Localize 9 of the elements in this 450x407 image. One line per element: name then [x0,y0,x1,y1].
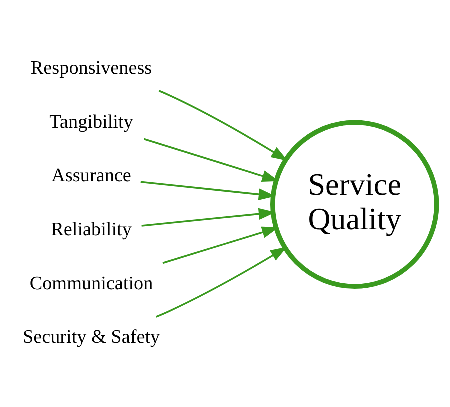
arrow [144,138,280,182]
node-text: Responsiveness [30,57,152,78]
arrow [156,246,288,318]
node-text: Communication [30,272,154,294]
node-text: Security & Safety [22,326,160,348]
node-text: Tangibility [50,111,134,132]
node-text: Assurance [52,165,132,186]
arrow [162,226,279,264]
node-text: Reliability [51,218,132,240]
